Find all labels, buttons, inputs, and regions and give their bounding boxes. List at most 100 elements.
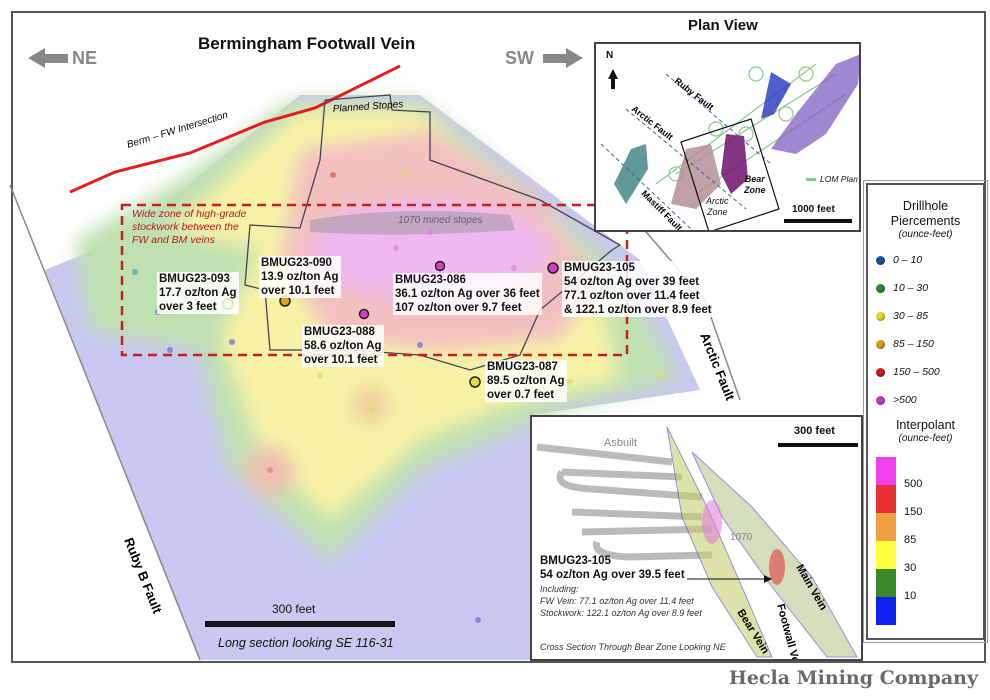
- cross-section-drawing: Main Vein Footwall Vein Bear Vein: [536, 426, 858, 659]
- arctic-zone-body: [671, 144, 721, 209]
- drillhole-piercements: [132, 169, 663, 623]
- zone-line: Arctic: [706, 196, 729, 206]
- scale-label: 300 feet: [272, 602, 316, 616]
- high-grade-zone: [769, 549, 785, 585]
- legend-item: 150 – 500: [868, 358, 983, 386]
- legend-item-label: 0 – 10: [893, 254, 923, 266]
- page-title: Bermingham Footwall Vein: [198, 34, 416, 53]
- detail-line: Including:: [540, 584, 579, 594]
- ruby-b-fault-line: [9, 184, 201, 661]
- hole-result: 89.5 oz/ton Ag: [487, 375, 565, 387]
- hole-id: BMUG23-105: [564, 262, 635, 274]
- north-arrow-icon: [608, 69, 618, 89]
- direction-ne: NE: [72, 48, 98, 68]
- figure-border: [11, 11, 986, 663]
- ramp-swatch: [876, 457, 896, 485]
- level-label: 1070: [730, 532, 753, 543]
- piercement-dot-icon: [876, 283, 885, 293]
- intersection-line: [69, 64, 401, 194]
- interpolant-title: Interpolant: [895, 418, 956, 432]
- hole-result: 36.1 oz/ton Ag over 36 feet: [395, 288, 540, 300]
- legend-item-label: 85 – 150: [893, 338, 934, 350]
- drillhole-label-087: BMUG23-087 89.5 oz/ton Ag over 0.7 feet: [485, 360, 567, 402]
- arctic-fault-label: Arctic Fault: [697, 331, 738, 404]
- plan-view-title: Plan View: [688, 17, 758, 34]
- hole-result: over 0.7 feet: [487, 389, 555, 401]
- hole-id: BMUG23-087: [487, 361, 558, 373]
- legend-units: (ounce-feet): [898, 229, 953, 240]
- high-grade-zone: [702, 500, 722, 544]
- legend-item-label: 30 – 85: [893, 310, 929, 322]
- plan-view-inset: Ruby Fault Arctic Fault Mastiff Fault N …: [594, 42, 861, 232]
- cross-section-detail: Including:FW Vein: 77.1 oz/ton Ag over 1…: [540, 583, 702, 619]
- arrow-right-icon: [543, 48, 583, 68]
- plan-view-drawing: Ruby Fault Arctic Fault Mastiff Fault: [600, 54, 859, 230]
- zone-line: Zone: [744, 185, 766, 195]
- legend-item: 0 – 10: [868, 246, 983, 274]
- ramp-swatch: [876, 569, 896, 597]
- ruby-fault-label: Ruby Fault: [673, 76, 716, 113]
- lom-legend-swatch: [806, 178, 816, 181]
- hole-result: 17.7 oz/ton Ag: [159, 287, 237, 299]
- hole-id: BMUG23-090: [261, 257, 332, 269]
- ramp-label: 85: [904, 534, 917, 546]
- legend-item: >500: [868, 386, 983, 414]
- drillhole-marker-087: [469, 376, 481, 388]
- north-label: N: [606, 50, 614, 61]
- purple-ore-body: [771, 54, 859, 154]
- section-caption: Long section looking SE 116-31: [218, 636, 394, 650]
- detail-line: Stockwork: 122.1 oz/ton Ag over 8.9 feet: [540, 608, 702, 618]
- mined-stopes-label: 1070 mined stopes: [398, 215, 483, 226]
- ramp-swatch: [876, 513, 896, 541]
- cross-section-caption: Cross Section Through Bear Zone Looking …: [540, 642, 726, 652]
- asbuilt-label: Asbuilt: [604, 437, 638, 449]
- piercement-dot-icon: [876, 395, 885, 405]
- hole-result: 13.9 oz/ton Ag: [261, 271, 339, 283]
- plan-scale-bar: [784, 219, 852, 223]
- direction-sw: SW: [505, 48, 534, 68]
- legend-title: Drillhole: [902, 199, 949, 213]
- mined-stopes-shape: [310, 211, 515, 235]
- zone-line: Bear: [744, 174, 765, 184]
- pointer-arrow-icon: [764, 575, 772, 583]
- piercement-dot-icon: [876, 255, 885, 265]
- hole-result: 77.1 oz/ton over 11.4 feet: [564, 290, 700, 302]
- note-line: FW and BM veins: [132, 234, 215, 246]
- legend: Drillhole Piercements (ounce-feet) 0 – 1…: [863, 180, 988, 643]
- ramp-swatch: [876, 541, 896, 569]
- ramp-label: 150: [904, 506, 923, 518]
- hole-result: over 3 feet: [159, 301, 217, 313]
- legend-item: 30 – 85: [868, 302, 983, 330]
- drillhole-marker-088: [358, 308, 370, 320]
- hole-id: BMUG23-088: [304, 326, 375, 338]
- drillhole-marker-105: [547, 262, 559, 274]
- legend-item-label: >500: [893, 394, 917, 406]
- hole-result: 54 oz/ton Ag over 39.5 feet: [540, 569, 685, 581]
- lom-plan-label: LOM Plan: [820, 174, 858, 184]
- piercement-dot-icon: [876, 311, 885, 321]
- hole-result: & 122.1 oz/ton over 8.9 feet: [564, 304, 712, 316]
- interpolant-units: (ounce-feet): [898, 433, 953, 444]
- interpolant-contours: [45, 95, 700, 660]
- piercement-dot-icon: [876, 367, 885, 377]
- zone-box: [680, 118, 780, 230]
- drillhole-marker-086: [434, 260, 446, 272]
- cross-section-inset: Main Vein Footwall Vein Bear Vein Asbuil…: [530, 415, 863, 661]
- hole-result: 58.6 oz/ton Ag: [304, 340, 382, 352]
- piercement-dot-icon: [876, 339, 885, 349]
- company-logo: Hecla Mining Company: [728, 667, 978, 689]
- note-line: Wide zone of high-grade: [132, 208, 247, 220]
- section-scale-label: 300 feet: [794, 425, 835, 437]
- section-scale-bar: [778, 443, 858, 447]
- teal-ore-body: [614, 144, 648, 204]
- legend-item-label: 10 – 30: [893, 282, 929, 294]
- note-line: stockwork between the: [132, 221, 239, 233]
